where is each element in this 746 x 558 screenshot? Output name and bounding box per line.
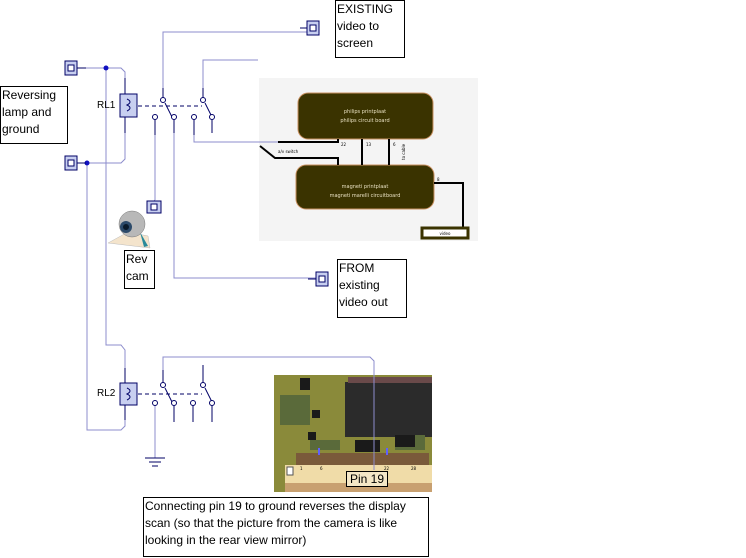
to-cable-label: to cable — [401, 143, 406, 160]
existing-video-label: EXISTING video to screen — [335, 0, 405, 58]
terminal-lamp-top — [64, 60, 86, 76]
relay2-coil — [119, 382, 138, 406]
pin-mark-28: 28 — [411, 466, 417, 471]
terminal-existing-video — [300, 20, 320, 36]
pin-mark-22: 22 — [384, 466, 390, 471]
philips-board-line2: philips circuit board — [340, 118, 389, 124]
relay2-label: RL2 — [97, 388, 116, 399]
ground-icon — [145, 457, 165, 467]
magneti-board-line1: magneti printplaat — [342, 184, 389, 190]
pin-mark-1: 1 — [300, 466, 303, 471]
terminal-lamp-bottom — [64, 155, 86, 171]
magneti-board — [295, 164, 435, 210]
video-box — [420, 226, 470, 240]
terminal-rev-cam — [146, 200, 162, 214]
reversing-lamp-label: Reversing lamp and ground — [0, 86, 68, 144]
relay1-switches — [124, 78, 213, 135]
webcam-icon — [107, 210, 151, 249]
pin-mark-6: 6 — [320, 466, 323, 471]
pin-22-label: 22 — [341, 142, 347, 147]
pin-13-label: 13 — [366, 142, 372, 147]
philips-board — [297, 92, 434, 140]
philips-board-line1: philips printplaat — [344, 109, 386, 115]
note-text-box: Connecting pin 19 to ground reverses the… — [143, 497, 429, 557]
junctions — [84, 65, 109, 166]
terminal-from-existing — [308, 271, 329, 287]
magneti-board-line2: magneti marelli circuitboard — [330, 193, 401, 199]
relay2-switches — [124, 365, 213, 422]
rev-cam-label: Rev cam — [124, 250, 155, 289]
video-box-label: video — [440, 231, 451, 236]
terminals — [64, 20, 329, 287]
circuit-board-image: philips printplaat philips circuit board… — [259, 78, 478, 241]
from-existing-label: FROM existing video out — [337, 259, 407, 318]
pin-6-label: 6 — [393, 142, 396, 147]
pin-8-label: 8 — [437, 177, 440, 182]
relay1-coil — [119, 93, 138, 118]
av-switch-label: a/v switch — [278, 149, 299, 154]
relay1-label: RL1 — [97, 100, 116, 111]
pin-19-label: Pin 19 — [346, 471, 389, 487]
